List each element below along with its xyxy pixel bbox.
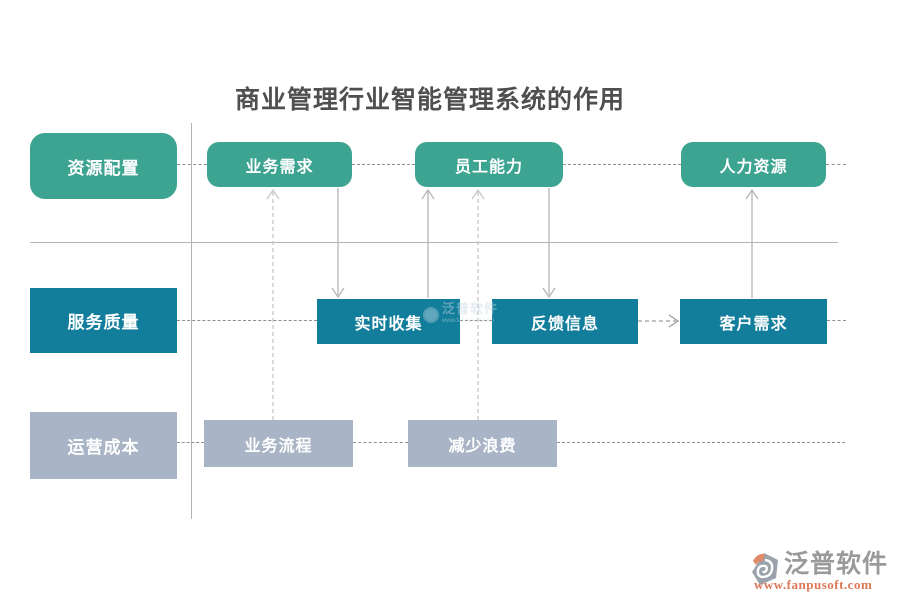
fanpu-logo-icon <box>750 552 780 586</box>
guide-dash-lane3-a <box>177 442 204 443</box>
guide-dash-lane1-d <box>826 164 846 165</box>
arrow-feedback-info-to-customer-needs <box>638 314 680 328</box>
guide-dash-lane2-c <box>827 320 846 321</box>
node-employee-capability: 员工能力 <box>415 142 563 187</box>
guide-dash-lane1-a <box>177 164 207 165</box>
arrow-business-process-to-business-needs <box>266 188 280 420</box>
guide-dash-lane2-b <box>460 320 492 321</box>
horizontal-divider-line <box>30 242 838 243</box>
lane-label-resource-allocation: 资源配置 <box>30 133 177 199</box>
node-feedback-info: 反馈信息 <box>492 299 638 344</box>
footer-website-url: www.fanpusoft.com <box>753 577 873 592</box>
node-business-process: 业务流程 <box>204 420 353 467</box>
node-realtime-collection: 实时收集 <box>317 299 460 344</box>
footer-brand-logo: 泛普软件 www.fanpusoft.com <box>750 552 888 592</box>
lane-label-service-quality: 服务质量 <box>30 288 177 353</box>
guide-dash-lane1-c <box>563 164 681 165</box>
arrow-customer-needs-to-human-resources <box>745 188 759 298</box>
footer-brand-name: 泛普软件 <box>783 551 888 578</box>
node-reduce-waste: 减少浪费 <box>408 420 557 467</box>
guide-dash-lane3-b <box>353 442 408 443</box>
node-customer-needs: 客户需求 <box>680 299 827 344</box>
guide-dash-lane2-a <box>177 320 317 321</box>
diagram-title: 商业管理行业智能管理系统的作用 <box>234 87 625 114</box>
node-human-resources: 人力资源 <box>681 142 826 187</box>
guide-dash-lane1-b <box>352 164 415 165</box>
guide-dash-lane3-c <box>557 442 845 443</box>
node-business-needs: 业务需求 <box>207 142 352 187</box>
lane-label-operating-cost: 运营成本 <box>30 412 177 479</box>
vertical-axis-line <box>191 123 192 519</box>
arrow-reduce-waste-to-employee-capability <box>471 188 485 420</box>
arrow-realtime-collection-to-employee-capability <box>421 188 435 298</box>
